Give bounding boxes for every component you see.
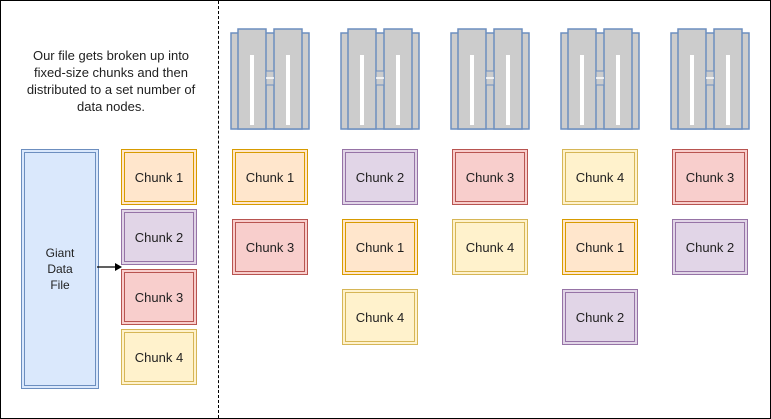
node-2-chunk: Chunk 1 (342, 219, 418, 275)
server-icon (560, 28, 640, 130)
node-4-chunk: Chunk 1 (562, 219, 638, 275)
node-2-chunk: Chunk 2 (342, 149, 418, 205)
node-3-chunk: Chunk 3 (452, 149, 528, 205)
giant-data-file: Giant Data File (21, 149, 99, 389)
node-4-chunk: Chunk 2 (562, 289, 638, 345)
node-1-chunk: Chunk 1 (232, 149, 308, 205)
file-label: Giant Data File (45, 246, 75, 292)
server-icon (340, 28, 420, 130)
file-chunk-3: Chunk 3 (121, 269, 197, 325)
node-3-chunk: Chunk 4 (452, 219, 528, 275)
file-chunk-1: Chunk 1 (121, 149, 197, 205)
server-icon (450, 28, 530, 130)
server-icon (670, 28, 750, 130)
node-2-chunk: Chunk 4 (342, 289, 418, 345)
node-4-chunk: Chunk 4 (562, 149, 638, 205)
node-5-chunk: Chunk 2 (672, 219, 748, 275)
node-1-chunk: Chunk 3 (232, 219, 308, 275)
file-chunk-2: Chunk 2 (121, 209, 197, 265)
server-icon (230, 28, 310, 130)
file-chunk-4: Chunk 4 (121, 329, 197, 385)
diagram-caption: Our file gets broken up into fixed-size … (26, 48, 196, 114)
arrow-icon (97, 263, 122, 271)
dashed-divider (218, 1, 219, 418)
node-5-chunk: Chunk 3 (672, 149, 748, 205)
